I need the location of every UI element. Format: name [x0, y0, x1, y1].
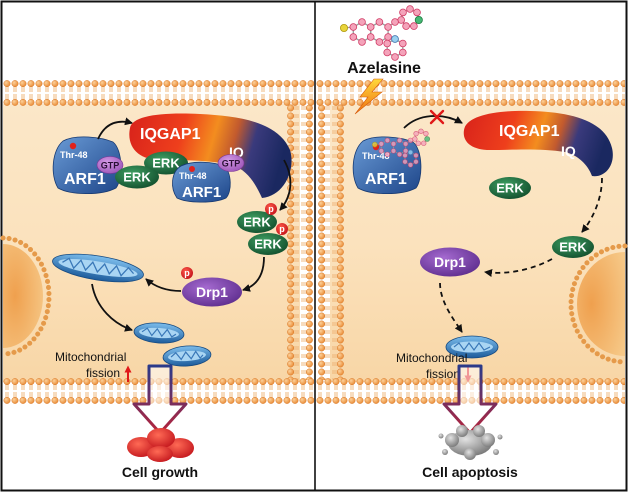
- phosphate-label: p: [268, 204, 274, 214]
- mito-fission-label-line1: Mitochondrial: [55, 350, 126, 364]
- apoptotic-cells: [438, 425, 503, 460]
- left-nuclear-membrane: [0, 235, 52, 357]
- gtp-badge: [217, 154, 245, 172]
- left-panel: Thr-48 ARF1 GTP IQGAP1 IQ ERK ERK Thr-48…: [52, 113, 292, 480]
- arf1-bound-protein: Thr-48 ARF1 GTP: [172, 154, 245, 203]
- drp1-protein: Drp1: [420, 247, 480, 277]
- erk-label: ERK: [254, 237, 282, 252]
- arrow-iqgap1-to-perk: [279, 159, 292, 211]
- thr48-site-dot: [69, 142, 77, 150]
- gtp-label: GTP: [101, 161, 120, 171]
- phosphate-label: p: [184, 268, 190, 278]
- thr48-label: Thr-48: [60, 150, 88, 160]
- phospho-erk: ERK: [237, 211, 277, 233]
- right-vertical-membrane: [318, 104, 344, 380]
- drp1-label: Drp1: [196, 284, 228, 300]
- erk-label: ERK: [559, 240, 587, 255]
- phosphate-badge: p: [265, 203, 277, 215]
- mito-fission-label-line1: Mitochondrial: [396, 351, 467, 365]
- mito-fission-label-line2: fission: [426, 367, 460, 381]
- right-nucleus: [577, 252, 625, 356]
- iqgap1-label: IQGAP1: [140, 126, 201, 143]
- erk-protein: ERK: [115, 165, 159, 189]
- erk-protein: ERK: [552, 236, 594, 258]
- dashed-arrow-to-drp1: [484, 258, 553, 277]
- left-top-membrane: [3, 80, 314, 106]
- blocked-arrow: [403, 115, 463, 129]
- left-nucleus: [3, 244, 43, 348]
- arrow-erk-to-drp1: [242, 256, 265, 292]
- phosphate-label: p: [279, 224, 285, 234]
- dashed-arrow-to-mitochondrion: [439, 282, 463, 333]
- mitochondrion-fragment: [162, 345, 212, 367]
- thr48-label: Thr-48: [362, 151, 390, 161]
- outcome-arrow: [442, 364, 498, 435]
- phosphate-badge: p: [181, 267, 193, 279]
- arf1-label: ARF1: [365, 171, 407, 188]
- dashed-arrow-to-erk: [581, 177, 603, 233]
- arf1-label: ARF1: [182, 184, 221, 201]
- iq-domain-label: IQ: [561, 143, 576, 159]
- proliferating-cells: [127, 428, 194, 462]
- thr48-label: Thr-48: [179, 171, 207, 181]
- arrow-arf1-to-iqgap1: [97, 117, 133, 140]
- iqgap1-protein: IQGAP1 IQ: [463, 110, 613, 177]
- outcome-arrow: [132, 364, 188, 435]
- erk-label: ERK: [496, 181, 524, 196]
- erk-label: ERK: [152, 156, 180, 171]
- gtp-label: GTP: [222, 159, 241, 169]
- phosphate-badge: p: [276, 223, 288, 235]
- mito-fission-label-line2: fission: [86, 366, 120, 380]
- outcome-label: Cell growth: [122, 464, 198, 480]
- mitochondrion: [445, 335, 499, 359]
- erk-label: ERK: [123, 170, 151, 185]
- right-top-membrane: [316, 80, 625, 106]
- erk-label: ERK: [243, 215, 271, 230]
- phospho-erk: ERK: [248, 233, 288, 255]
- arf1-protein: Thr-48 ARF1 GTP: [52, 136, 124, 195]
- lightning-bolt-icon: [354, 78, 384, 115]
- erk-protein: ERK: [489, 177, 531, 199]
- drp1-label: Drp1: [434, 254, 466, 270]
- thr48-site-dot: [189, 166, 195, 172]
- drug-label: Azelasine: [347, 60, 421, 77]
- arrow-drp1-to-mitochondrion: [145, 278, 182, 292]
- left-vertical-membrane: [287, 104, 313, 380]
- right-nuclear-membrane: [568, 243, 628, 365]
- arf1-label: ARF1: [64, 171, 106, 188]
- iqgap1-protein: IQGAP1 IQ: [129, 113, 292, 198]
- block-x-icon: [429, 109, 445, 125]
- arrow-fission: [91, 283, 133, 332]
- mitochondrion: [52, 253, 144, 283]
- gtp-badge: [96, 156, 124, 174]
- right-panel: Azelasine Thr-48 ARF1 IQGAP1 IQ ERK: [339, 4, 613, 480]
- drp1-protein: Drp1: [182, 277, 242, 307]
- iqgap1-label: IQGAP1: [499, 123, 560, 140]
- mitochondrion-fragment: [133, 322, 185, 344]
- outcome-label: Cell apoptosis: [422, 464, 518, 480]
